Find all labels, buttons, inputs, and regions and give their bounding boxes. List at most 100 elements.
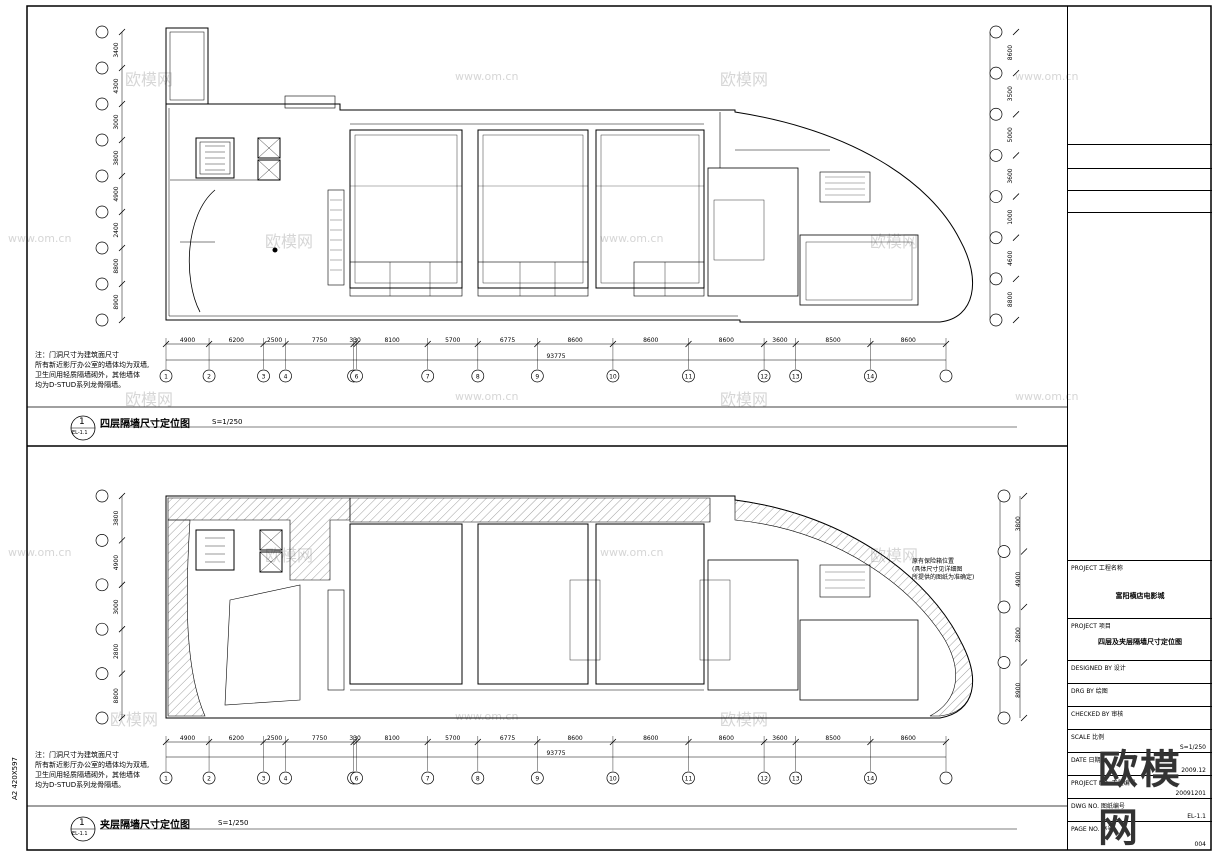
- dim-tick: [1012, 111, 1020, 118]
- watermark-url: www.om.cn: [455, 710, 519, 723]
- dim-label: 3600: [1007, 168, 1014, 183]
- plan-bottom-dimensions: 1234567891011121314490062002500775033081…: [95, 489, 1028, 785]
- axis-bubble: [421, 771, 435, 785]
- axis-bubble: [350, 771, 363, 785]
- watermark-url: www.om.cn: [1015, 70, 1079, 83]
- axis-bubble: [202, 369, 216, 383]
- dim-tick: [118, 136, 126, 144]
- dim-label: 330: [349, 337, 361, 344]
- axis-bubble: [95, 578, 109, 592]
- dim-tick: [424, 340, 431, 348]
- axis-bubble: [471, 369, 485, 383]
- dim-label: 330: [349, 735, 361, 742]
- dim-label: 8500: [825, 337, 840, 344]
- axis-bubble: [257, 369, 270, 383]
- axis-bubble: [95, 61, 109, 75]
- dim-tick: [118, 208, 126, 216]
- dim-tick: [162, 738, 170, 746]
- dim-tick: [350, 738, 357, 746]
- tb-projno-value: 20091201: [1175, 790, 1206, 797]
- axis-bubble: [95, 169, 109, 183]
- dim-tick: [474, 340, 482, 348]
- axis-label: 9: [535, 374, 539, 381]
- dim-total: 93775: [546, 353, 565, 360]
- dim-label: 8900: [1015, 682, 1022, 697]
- axis-bubble: [471, 771, 485, 785]
- plan-bottom-title: 夹层隔墙尺寸定位图: [100, 820, 190, 831]
- axis-bubble: [989, 190, 1003, 203]
- tb-designed-label: DESIGNED BY 设计: [1071, 665, 1126, 672]
- dim-tick: [162, 340, 170, 348]
- axis-bubble: [350, 369, 363, 383]
- dim-tick: [474, 738, 482, 746]
- axis-label: 7: [426, 374, 430, 381]
- title-block: PROJECT 工程名称 富阳横店电影城 PROJECT 项目 四层及夹层隔墙尺…: [1067, 6, 1212, 850]
- dim-label: 8800: [113, 688, 120, 703]
- axis-label: 3: [262, 776, 266, 783]
- axis-bubble: [95, 277, 109, 291]
- watermark: 欧模网: [125, 70, 174, 89]
- axis-bubble: [864, 771, 877, 785]
- dim-label: 4900: [1015, 571, 1022, 586]
- sheet-code: A2 420X597: [11, 757, 19, 800]
- dim-tick: [609, 738, 617, 746]
- dim-tick: [609, 340, 617, 348]
- tb-checked-label: CHECKED BY 审核: [1071, 711, 1124, 718]
- axis-bubble: [789, 771, 803, 785]
- dim-tick: [353, 340, 360, 348]
- tb-drawn-label: DRG BY 绘图: [1071, 688, 1108, 695]
- axis-label: 6: [355, 776, 359, 783]
- axis-label: 13: [792, 374, 800, 381]
- watermark: 欧模网: [265, 232, 314, 251]
- note-line: 均为D-STUD系列龙骨隔墙。: [35, 781, 126, 789]
- plan-bottom-outline: [121, 495, 1021, 758]
- watermark-url: www.om.cn: [455, 390, 519, 403]
- dim-tick: [1020, 659, 1028, 666]
- watermark-url: www.om.cn: [8, 546, 72, 559]
- dim-label: 2500: [267, 337, 282, 344]
- dim-label: 5700: [445, 735, 460, 742]
- axis-label: 6: [355, 374, 359, 381]
- dim-label: 4900: [113, 555, 120, 570]
- dim-tick: [118, 581, 126, 589]
- axis-bubble: [757, 369, 771, 383]
- dim-tick: [205, 738, 213, 746]
- dim-label: 8500: [825, 735, 840, 742]
- dim-tick: [534, 340, 541, 348]
- dim-tick: [1012, 316, 1020, 324]
- axis-bubble: [997, 656, 1011, 669]
- note-line: 卫生间用轻质隔墙砌外，其他墙体: [35, 771, 140, 779]
- annotation-line: (具体尺寸见详细图: [912, 566, 963, 573]
- axis-bubble: [95, 25, 109, 39]
- note-line: 均为D-STUD系列龙骨隔墙。: [35, 381, 126, 389]
- plan-top-title: 四层隔墙尺寸定位图: [100, 419, 190, 430]
- axis-label: 4: [284, 374, 288, 381]
- dim-tick: [685, 340, 692, 348]
- axis-bubble: [95, 711, 109, 725]
- dim-tick: [1012, 193, 1020, 200]
- dim-label: 6775: [500, 337, 515, 344]
- dim-label: 8600: [901, 337, 916, 344]
- dim-label: 8100: [384, 337, 399, 344]
- dim-label: 8800: [1007, 292, 1014, 307]
- tb-project-label: PROJECT 工程名称: [1071, 565, 1123, 572]
- axis-bubble: [95, 622, 109, 636]
- axis-bubble: [989, 25, 1003, 39]
- dim-label: 3000: [113, 114, 120, 129]
- dim-tick: [1020, 492, 1028, 500]
- callout-number: 1: [79, 417, 85, 427]
- dim-tick: [118, 64, 126, 72]
- callout-ref: EL-1.1: [72, 430, 88, 436]
- axis-bubble: [789, 369, 803, 383]
- dim-tick: [118, 316, 126, 324]
- annotation-line: 所提供的图纸为准确定): [912, 574, 975, 581]
- axis-bubble: [202, 771, 216, 785]
- dim-label: 8800: [113, 258, 120, 273]
- dim-label: 4900: [180, 735, 195, 742]
- note-line: 卫生间用轻质隔墙砌外，其他墙体: [35, 371, 140, 379]
- dim-label: 8600: [643, 735, 658, 742]
- axis-bubble: [997, 489, 1011, 503]
- axis-bubble: [95, 313, 109, 327]
- axis-bubble: [530, 369, 544, 383]
- axis-label: 14: [867, 374, 875, 381]
